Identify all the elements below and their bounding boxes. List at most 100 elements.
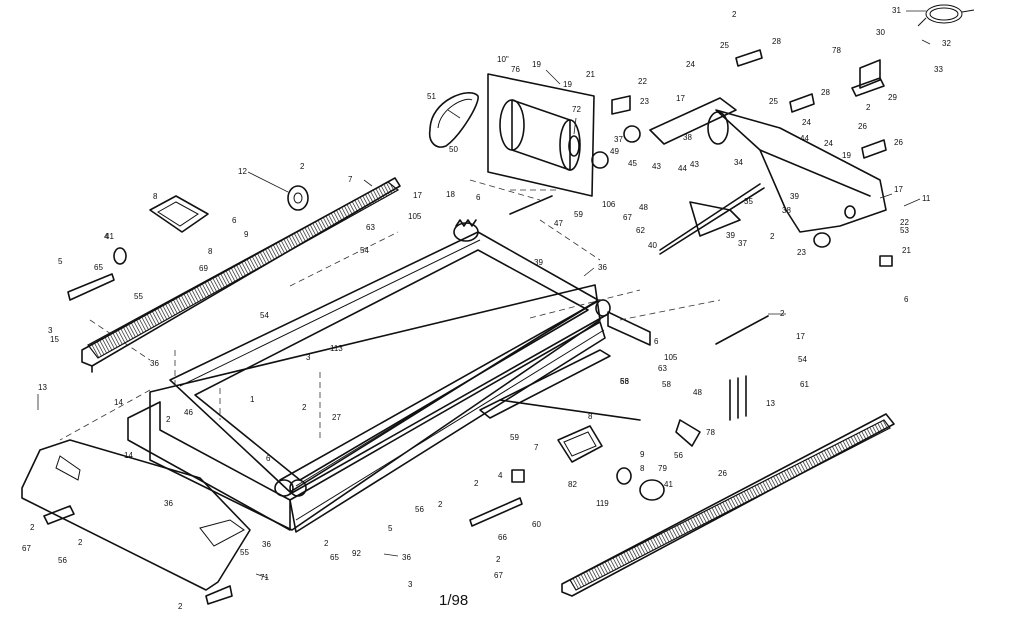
rear-roller (274, 299, 611, 497)
callout: 26 (858, 122, 867, 131)
shocks (509, 195, 769, 421)
callout: 34 (734, 158, 743, 167)
callout: 79 (658, 464, 667, 473)
callout: 2 (300, 162, 305, 171)
callout: 55 (134, 292, 143, 301)
left-front-cover (21, 439, 251, 591)
callout: 54 (260, 311, 269, 320)
callout: 5 (388, 524, 393, 533)
callout: 40 (648, 241, 657, 250)
callout: 78 (832, 46, 841, 55)
callout: 44 (678, 164, 687, 173)
callout: 6 (232, 216, 237, 225)
callout: 13 (38, 383, 47, 392)
callout: 7 (348, 175, 353, 184)
callout: 49 (610, 147, 619, 156)
callout: 15 (50, 335, 59, 344)
callout: 58 (662, 380, 671, 389)
callout: 113 (330, 344, 343, 353)
lift-frame (649, 97, 887, 255)
callout: 50 (449, 145, 458, 154)
callout-labels: 31 32 33 30 78 29 2 25 28 24 10" 76 19 1… (22, 6, 951, 611)
small-brackets (611, 49, 893, 267)
callout: 23 (797, 248, 806, 257)
callout: 65 (94, 263, 103, 272)
callout: 36 (150, 359, 159, 368)
callout: 2 (438, 500, 443, 509)
callout: 59 (510, 433, 519, 442)
walking-belt (194, 249, 589, 481)
callout: 7 (534, 443, 539, 452)
callout: 36 (598, 263, 607, 272)
callout: 1 (250, 395, 255, 404)
callout: 4 (498, 471, 503, 480)
callout: 2 (496, 555, 501, 564)
callout: 3 (48, 326, 53, 335)
callout: 38 (782, 206, 791, 215)
callout: 4 (104, 232, 109, 241)
power-cord (917, 4, 975, 27)
callout: 30 (876, 28, 885, 37)
callout: 17 (413, 191, 422, 200)
callout: 59 (574, 210, 583, 219)
callout: 67 (494, 571, 503, 580)
right-end-cap (469, 469, 525, 527)
callout: 29 (888, 93, 897, 102)
callout: 76 (511, 65, 520, 74)
callout: 27 (332, 413, 341, 422)
callout: 6 (654, 337, 659, 346)
callout: 14 (114, 398, 123, 407)
callout: 51 (427, 92, 436, 101)
callout: 56 (674, 451, 683, 460)
callout: 2 (166, 415, 171, 424)
callout: 2 (770, 232, 775, 241)
callout: 41 (664, 480, 673, 489)
callout: 5 (58, 257, 63, 266)
callout: 3 (306, 353, 311, 362)
callout: 71 (260, 573, 269, 582)
callout: 8 (208, 247, 213, 256)
callout: 63 (658, 364, 667, 373)
motor-assembly (428, 73, 595, 197)
callout: 17 (894, 185, 903, 194)
callout: 37 (614, 135, 623, 144)
callout: 33 (934, 65, 943, 74)
leader-lines (37, 10, 931, 579)
callout: 19 (842, 151, 851, 160)
callout: 12 (238, 167, 247, 176)
callout: 6 (266, 454, 271, 463)
callout: 92 (352, 549, 361, 558)
feet-and-bolts (43, 125, 641, 605)
left-hood-pad (149, 195, 209, 233)
callout: 2 (732, 10, 737, 19)
callout: 67 (623, 213, 632, 222)
callout: 35 (744, 197, 753, 206)
callout: 32 (942, 39, 951, 48)
callout: 55 (240, 548, 249, 557)
callout: 61 (800, 380, 809, 389)
right-side-rail (561, 413, 895, 597)
callout: 17 (676, 94, 685, 103)
callout: 36 (262, 540, 271, 549)
callout: 39 (726, 231, 735, 240)
callout: 105 (664, 353, 678, 362)
callout: 9 (640, 450, 645, 459)
callout: 8 (588, 412, 593, 421)
callout: 2 (78, 538, 83, 547)
callout: 2 (324, 539, 329, 548)
callout: 2 (30, 523, 35, 532)
callout: 6 (904, 295, 909, 304)
callout: 56 (415, 505, 424, 514)
callout: 63 (620, 377, 629, 386)
callout: 10" (497, 55, 509, 64)
callout: 106 (602, 200, 616, 209)
callout: 56 (620, 377, 629, 386)
callout: 65 (330, 553, 339, 562)
callout: 36 (164, 499, 173, 508)
front-roller (453, 219, 479, 242)
knob-79 (616, 467, 665, 501)
callout: 2 (780, 309, 785, 318)
callout: 39 (790, 192, 799, 201)
callout: 48 (693, 388, 702, 397)
